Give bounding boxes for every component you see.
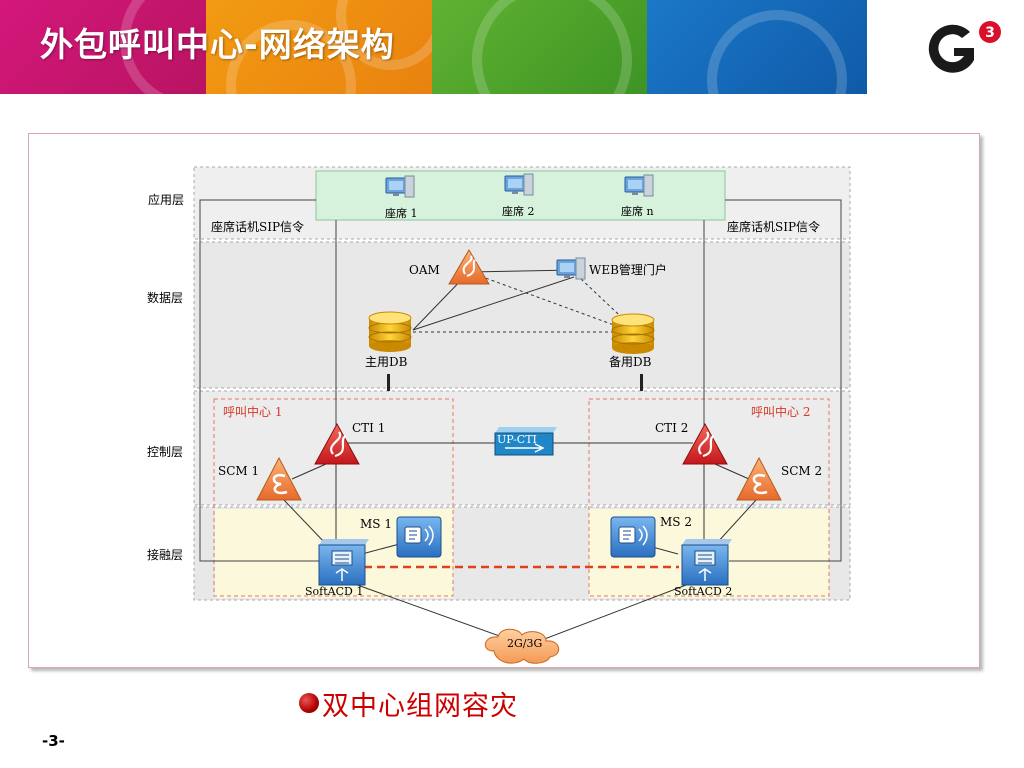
softacd-1-icon bbox=[318, 539, 369, 586]
diagram-frame: 应用层 数据层 控制层 接融层 座席话机SIP信令 座席话机SIP信令 座席 1… bbox=[28, 133, 980, 668]
up-cti-switch-icon bbox=[494, 427, 557, 456]
main-db-icon bbox=[368, 311, 412, 352]
cloud-label: 2G/3G bbox=[507, 637, 543, 650]
link-web-maindb bbox=[412, 276, 575, 331]
call-center-2-box bbox=[588, 398, 830, 597]
up-cti-label: UP-CTI bbox=[497, 433, 537, 446]
softacd-2-icon bbox=[681, 539, 732, 586]
link-scm1-cti1 bbox=[291, 463, 327, 480]
banner-block-green bbox=[432, 0, 647, 94]
scm-1-server-icon bbox=[256, 456, 302, 501]
layer-label-data: 数据层 bbox=[147, 291, 184, 305]
call-center-1-box bbox=[213, 398, 454, 597]
seat-n-label: 座席 n bbox=[621, 205, 654, 218]
link-scm2-softacd2 bbox=[715, 498, 758, 545]
cti-2-server-icon bbox=[682, 422, 728, 465]
banner-block-blue bbox=[647, 0, 867, 94]
ms-1-label: MS 1 bbox=[360, 517, 392, 531]
cloud-2g3g-icon bbox=[484, 628, 560, 664]
softacd-1-label: SoftACD 1 bbox=[305, 585, 364, 598]
backup-db-label: 备用DB bbox=[609, 355, 652, 369]
logo-mark: 3 bbox=[985, 25, 995, 41]
scm-2-server-icon bbox=[736, 456, 782, 501]
sip-line-left bbox=[199, 199, 319, 562]
page-number: -3- bbox=[42, 732, 65, 750]
ms-1-media-server-icon bbox=[396, 516, 442, 558]
bullet-icon bbox=[299, 693, 319, 713]
main-db-label: 主用DB bbox=[365, 355, 408, 369]
call-center-1-label: 呼叫中心 1 bbox=[223, 405, 283, 419]
link-softacd1-cloud bbox=[348, 581, 520, 644]
cti-2-label: CTI 2 bbox=[655, 421, 689, 435]
call-center-2-label: 呼叫中心 2 bbox=[751, 405, 811, 419]
seat-2-computer-icon bbox=[504, 173, 534, 196]
banner-block-magenta bbox=[0, 0, 206, 94]
link-softacd2-cloud bbox=[533, 581, 695, 644]
network-diagram bbox=[193, 166, 851, 664]
ms-2-media-server-icon bbox=[610, 516, 656, 558]
web-portal-label: WEB管理门户 bbox=[589, 263, 667, 277]
sip-label-left: 座席话机SIP信令 bbox=[211, 220, 305, 234]
g3-logo: 3 bbox=[928, 21, 1001, 73]
db1-control-link bbox=[387, 374, 390, 391]
seat-1-label: 座席 1 bbox=[385, 207, 418, 220]
seat-n-computer-icon bbox=[624, 174, 654, 197]
scm-2-label: SCM 2 bbox=[781, 464, 823, 478]
oam-server-icon bbox=[448, 249, 490, 285]
db2-control-link bbox=[640, 374, 643, 391]
layer-label-application: 应用层 bbox=[148, 193, 185, 207]
scm-1-label: SCM 1 bbox=[218, 464, 260, 478]
cti-1-label: CTI 1 bbox=[352, 421, 386, 435]
header-banner bbox=[0, 0, 867, 94]
oam-label: OAM bbox=[409, 263, 440, 277]
banner-block-orange bbox=[206, 0, 432, 94]
seat-2-label: 座席 2 bbox=[502, 205, 535, 218]
sip-label-right: 座席话机SIP信令 bbox=[727, 220, 821, 234]
backup-db-icon bbox=[611, 313, 655, 354]
softacd-2-label: SoftACD 2 bbox=[674, 585, 733, 598]
link-scm1-softacd1 bbox=[282, 498, 327, 545]
sip-line-right bbox=[725, 199, 842, 562]
layer-label-control: 控制层 bbox=[147, 445, 184, 459]
cti-1-server-icon bbox=[314, 422, 360, 465]
layer-label-access: 接融层 bbox=[147, 548, 184, 562]
web-portal-computer-icon bbox=[556, 257, 586, 280]
data-layer-band bbox=[193, 241, 851, 389]
link-oam-backupdb bbox=[468, 271, 634, 333]
seat-1-computer-icon bbox=[385, 175, 415, 198]
ms-2-label: MS 2 bbox=[660, 515, 692, 529]
link-scm2-cti2 bbox=[714, 463, 750, 480]
page-title: 外包呼叫中心-网络架构 bbox=[40, 25, 395, 64]
conclusion-text: 双中心组网容灾 bbox=[322, 691, 518, 722]
